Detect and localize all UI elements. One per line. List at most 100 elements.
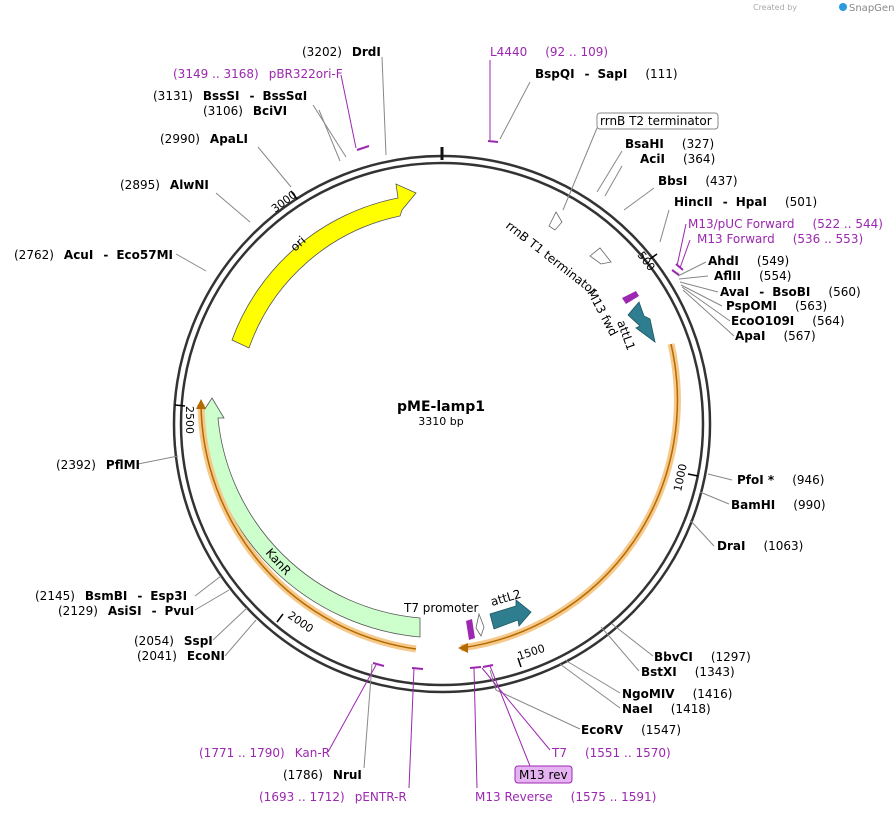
orf-arc-left[interactable] [200, 403, 417, 650]
eco0109i-pos: (564) [812, 314, 844, 328]
esp3i-name: Esp3I [150, 589, 187, 603]
rrnb-t2-box [596, 112, 719, 130]
ori-feature[interactable] [231, 183, 417, 349]
avai-pos: (560) [828, 285, 860, 299]
m13puc-site: M13/pUC Forward (522 .. 544) [688, 215, 883, 232]
m13puc-pos: (522 .. 544) [813, 217, 883, 231]
acii-pos: (364) [683, 152, 715, 166]
plasmid-name: pME-lamp1 [397, 399, 485, 415]
alwni-name: AlwNI [170, 178, 209, 192]
hpai-name: HpaI [736, 195, 767, 209]
m13f-name: M13 Forward [697, 232, 775, 246]
bsmbi-name: BsmBI [85, 589, 127, 603]
bbvci-pos: (1297) [711, 650, 751, 664]
drai-name: DraI [717, 539, 745, 553]
l4440-site: L4440 (92 .. 109) [490, 43, 608, 60]
naei-site: NaeI (1418) [622, 700, 711, 717]
acui-pos: (2762) [14, 248, 54, 262]
bspqi-pos: (111) [645, 67, 677, 81]
apai-name: ApaI [735, 329, 765, 343]
bsssai-name: BssSαI [262, 89, 307, 103]
plasmid-length: 3310 bp [418, 415, 463, 428]
naei-name: NaeI [622, 702, 653, 716]
bamhi-site: BamHI (990) [731, 496, 826, 513]
m13fwd-primer[interactable] [622, 291, 639, 304]
bcivi-pos: (3106) [203, 104, 243, 118]
ecorv-name: EcoRV [581, 723, 624, 737]
m13f-pos: (536 .. 553) [793, 232, 863, 246]
attl1-label: attL1 [614, 318, 638, 352]
avai-name: AvaI [720, 285, 749, 299]
rrnb-t2-leader [562, 127, 598, 211]
bcivi-name: BciVI [253, 104, 287, 118]
ecorv-site: EcoRV (1547) [581, 721, 681, 738]
acii-site: AciI (364) [640, 150, 715, 167]
ahdi-site: AhdI (549) [708, 252, 789, 269]
pspomi-pos: (563) [795, 299, 827, 313]
hincii-name: HincII [674, 195, 713, 209]
sspi-pos: (2054) [134, 634, 174, 648]
bsssi-pos: (3131) [153, 89, 193, 103]
pbr322-site: (3149 .. 3168) pBR322ori-F [173, 65, 343, 82]
m13puc-name: M13/pUC Forward [688, 217, 795, 231]
alwni-pos: (2895) [120, 178, 160, 192]
eco57mi-name: Eco57MI [116, 248, 173, 262]
bcivi-site: (3106) BciVI [203, 102, 287, 119]
bbsi-name: BbsI [658, 174, 687, 188]
t7-pos: (1551 .. 1570) [585, 746, 671, 760]
econi-name: EcoNI [187, 649, 225, 663]
l4440-name: L4440 [490, 45, 527, 59]
eco0109i-site: EcoO109I (564) [731, 312, 845, 329]
rrnb-t1-label: rrnB T1 terminator [503, 218, 600, 298]
bsmbi-site: (2145) BsmBI - Esp3I [35, 587, 187, 604]
bsobi-name: BsoBI [772, 285, 810, 299]
pentr-name: pENTR-R [355, 790, 407, 804]
bamhi-name: BamHI [731, 498, 775, 512]
rrnb-t2-feature[interactable] [548, 211, 563, 231]
bsssi-name: BssSI [203, 89, 240, 103]
rrnb-t2-label: rrnB T2 terminator [600, 114, 712, 128]
orf-arc-right[interactable] [460, 343, 679, 649]
rrnb-t1-feature[interactable] [589, 247, 612, 265]
t7-promoter-label: T7 promoter [403, 601, 479, 615]
avai-site: AvaI - BsoBI (560) [720, 283, 861, 300]
attl1-feature[interactable] [627, 301, 656, 343]
hincii-site: HincII - HpaI (501) [674, 193, 817, 210]
pentr-site: (1693 .. 1712) pENTR-R [259, 788, 407, 805]
bamhi-pos: (990) [793, 498, 825, 512]
drai-pos: (1063) [763, 539, 803, 553]
asisi-site: (2129) AsiSI - PvuI [58, 602, 194, 619]
attl2-feature[interactable] [489, 599, 532, 630]
econi-site: (2041) EcoNI [137, 647, 225, 664]
t7-promoter-feature[interactable] [475, 612, 485, 637]
asisi-pos: (2129) [58, 604, 98, 618]
kanr-primer-site: (1771 .. 1790) Kan-R [199, 744, 330, 761]
apali-site: (2990) ApaLI [160, 130, 248, 147]
credit-brand: SnapGene [849, 3, 895, 14]
sspi-site: (2054) SspI [134, 632, 213, 649]
hincii-pos: (501) [785, 195, 817, 209]
site-leaders [137, 56, 735, 769]
bsahi-site: BsaHI (327) [625, 135, 714, 152]
drai-site: DraI (1063) [717, 537, 803, 554]
kanr-primer-pos: (1771 .. 1790) [199, 746, 285, 760]
drdi-pos: (3202) [302, 45, 342, 59]
pfoi-site: PfoI * (946) [737, 471, 824, 488]
credit-prefix: Created by [753, 3, 797, 12]
pbr322-name: pBR322ori-F [269, 67, 343, 81]
pentr-pos: (1693 .. 1712) [259, 790, 345, 804]
bbvci-name: BbvCI [654, 650, 693, 664]
bspqi-site: BspQI - SapI (111) [535, 65, 678, 82]
tick-label-2500: 2500 [183, 406, 196, 434]
bbsi-pos: (437) [705, 174, 737, 188]
bspqi-name: BspQI [535, 67, 575, 81]
tick-marks [174, 190, 699, 668]
apai-site: ApaI (567) [735, 327, 816, 344]
bsmbi-pos: (2145) [35, 589, 75, 603]
pbr322-pos: (3149 .. 3168) [173, 67, 259, 81]
drdi-name: DrdI [352, 45, 381, 59]
pspomi-name: PspOMI [726, 299, 777, 313]
ahdi-pos: (549) [757, 254, 789, 268]
l4440-pos: (92 .. 109) [545, 45, 608, 59]
